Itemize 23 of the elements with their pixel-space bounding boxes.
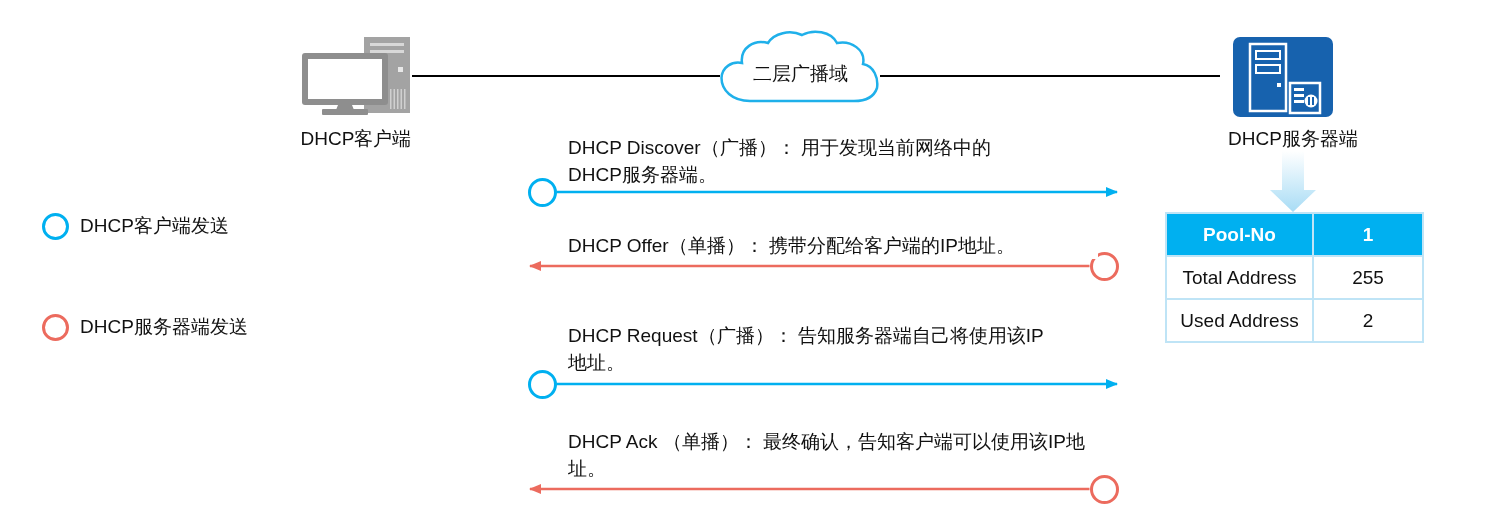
edge-label: DHCP Offer（单播）： 携带分配给客户端的IP地址。 [568, 232, 1098, 259]
address-table [1165, 212, 1424, 343]
hollow-circle [527, 369, 557, 399]
hollow-circle [1089, 474, 1119, 504]
cloud-label: 二层广播域 [752, 62, 848, 86]
table-cell: 2 [1313, 299, 1423, 342]
node-caption: DHCP客户端 [300, 127, 412, 151]
table-header-cell: Pool-No [1166, 213, 1313, 256]
arrow [529, 484, 1090, 494]
legend-text: DHCP服务器端发送 [80, 315, 248, 339]
table-cell: 255 [1313, 256, 1423, 299]
connector-line [411, 75, 721, 77]
arrow [556, 379, 1118, 389]
arrow [529, 261, 1090, 271]
connector-line [879, 75, 1221, 77]
hollow-circle [1089, 251, 1119, 281]
table-cell: Used Address [1166, 299, 1313, 342]
table-cell: Total Address [1166, 256, 1313, 299]
hollow-circle [527, 177, 557, 207]
arrow [556, 187, 1118, 197]
table-header-cell: 1 [1313, 213, 1423, 256]
legend-text: DHCP客户端发送 [80, 214, 229, 238]
node-caption: DHCP服务器端 [1228, 127, 1358, 151]
